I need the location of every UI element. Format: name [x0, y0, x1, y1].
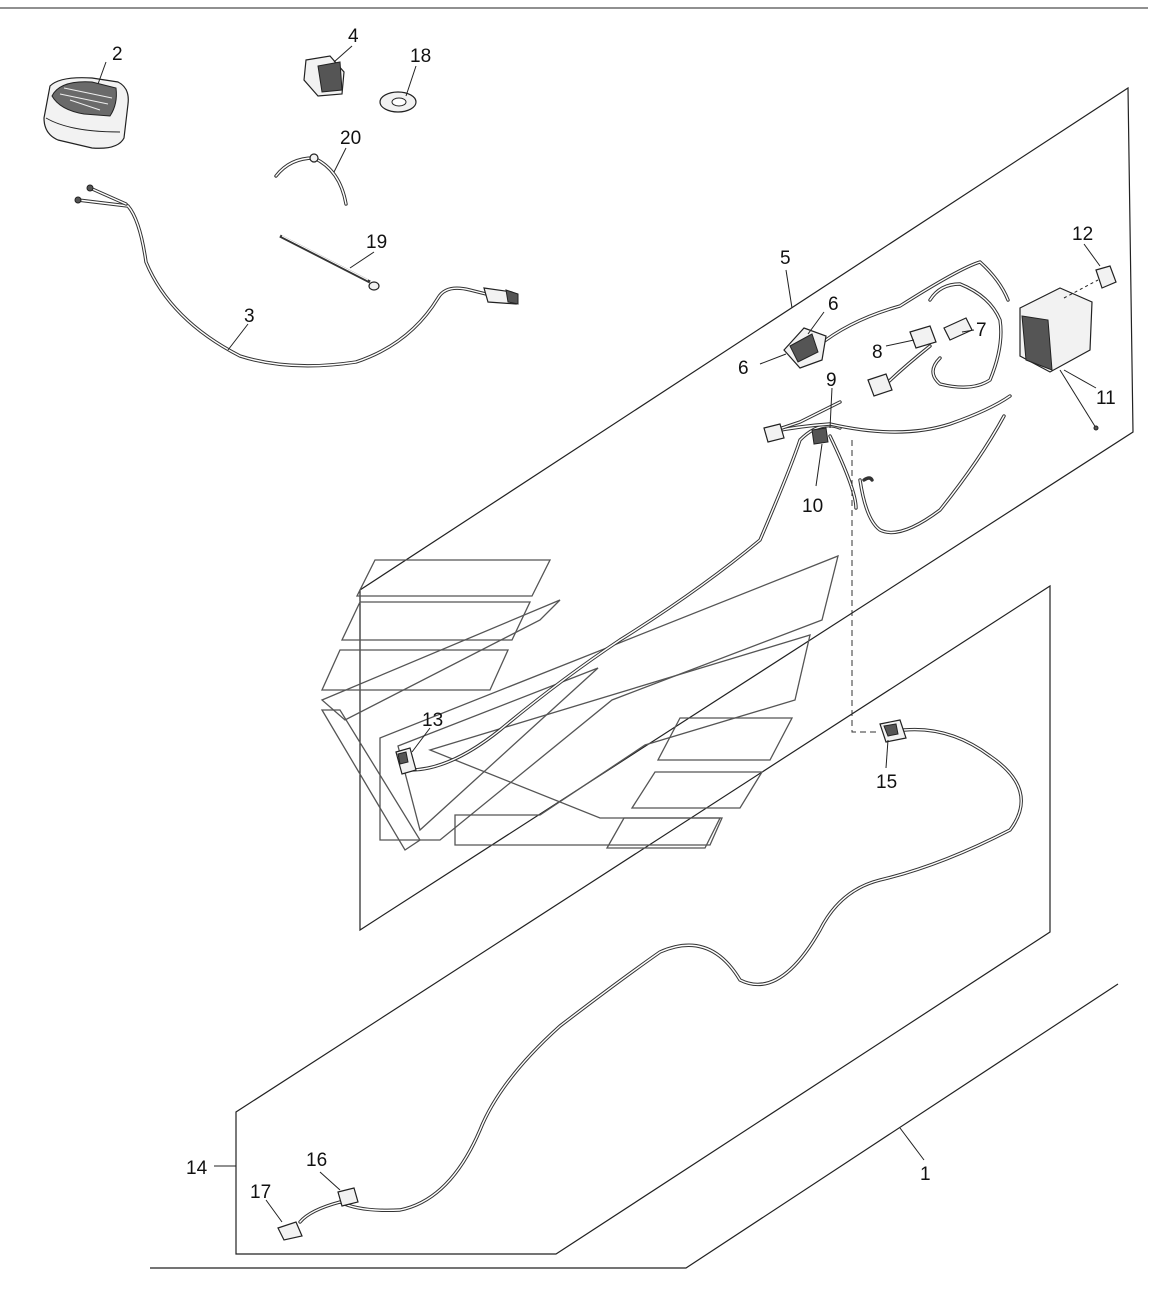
- leader-lines: [97, 45, 1101, 1223]
- callout-14: 14: [186, 1158, 208, 1179]
- main-harness-part: [408, 260, 1099, 772]
- callout-4: 4: [348, 26, 359, 47]
- callout-12: 12: [1072, 224, 1093, 245]
- brand-logo-graphic: [320, 554, 839, 851]
- callout-11: 11: [1096, 388, 1116, 409]
- pedal-harness-part: [74, 184, 519, 368]
- callout-19: 19: [366, 232, 387, 253]
- callout-6b: 6: [738, 358, 749, 379]
- callout-8: 8: [872, 342, 883, 363]
- callout-9: 9: [826, 370, 837, 391]
- callout-13: 13: [422, 710, 443, 731]
- callout-20: 20: [340, 128, 361, 149]
- cable-tie-part: [279, 234, 380, 291]
- callout-5: 5: [780, 248, 791, 269]
- callout-1: 1: [920, 1164, 931, 1185]
- panel-base-line: [150, 983, 1119, 1269]
- callouts: 1 2 3 4 5 6 6 7 8 9 10 11 12 13 14 15 16…: [112, 26, 1116, 1203]
- callout-2: 2: [112, 44, 123, 65]
- callout-10: 10: [802, 496, 823, 517]
- callout-3: 3: [244, 306, 255, 327]
- callout-18: 18: [410, 46, 431, 67]
- callout-7: 7: [976, 320, 987, 341]
- grommet-part: [379, 91, 417, 113]
- connector-13-part: [395, 747, 417, 775]
- callout-16: 16: [306, 1150, 327, 1171]
- foot-pedal-part: [43, 77, 129, 149]
- connector-4-part: [303, 55, 345, 97]
- callout-15: 15: [876, 772, 897, 793]
- panel-extension-harness: [235, 584, 1051, 1255]
- fitting-12-part: [1063, 265, 1117, 299]
- wire-20-part: [274, 153, 348, 206]
- callout-6a: 6: [828, 294, 839, 315]
- extension-harness-part: [277, 719, 1023, 1241]
- panel-main-harness: [359, 86, 1134, 932]
- callout-17: 17: [250, 1182, 271, 1203]
- alignment-dashed-line: [851, 440, 880, 733]
